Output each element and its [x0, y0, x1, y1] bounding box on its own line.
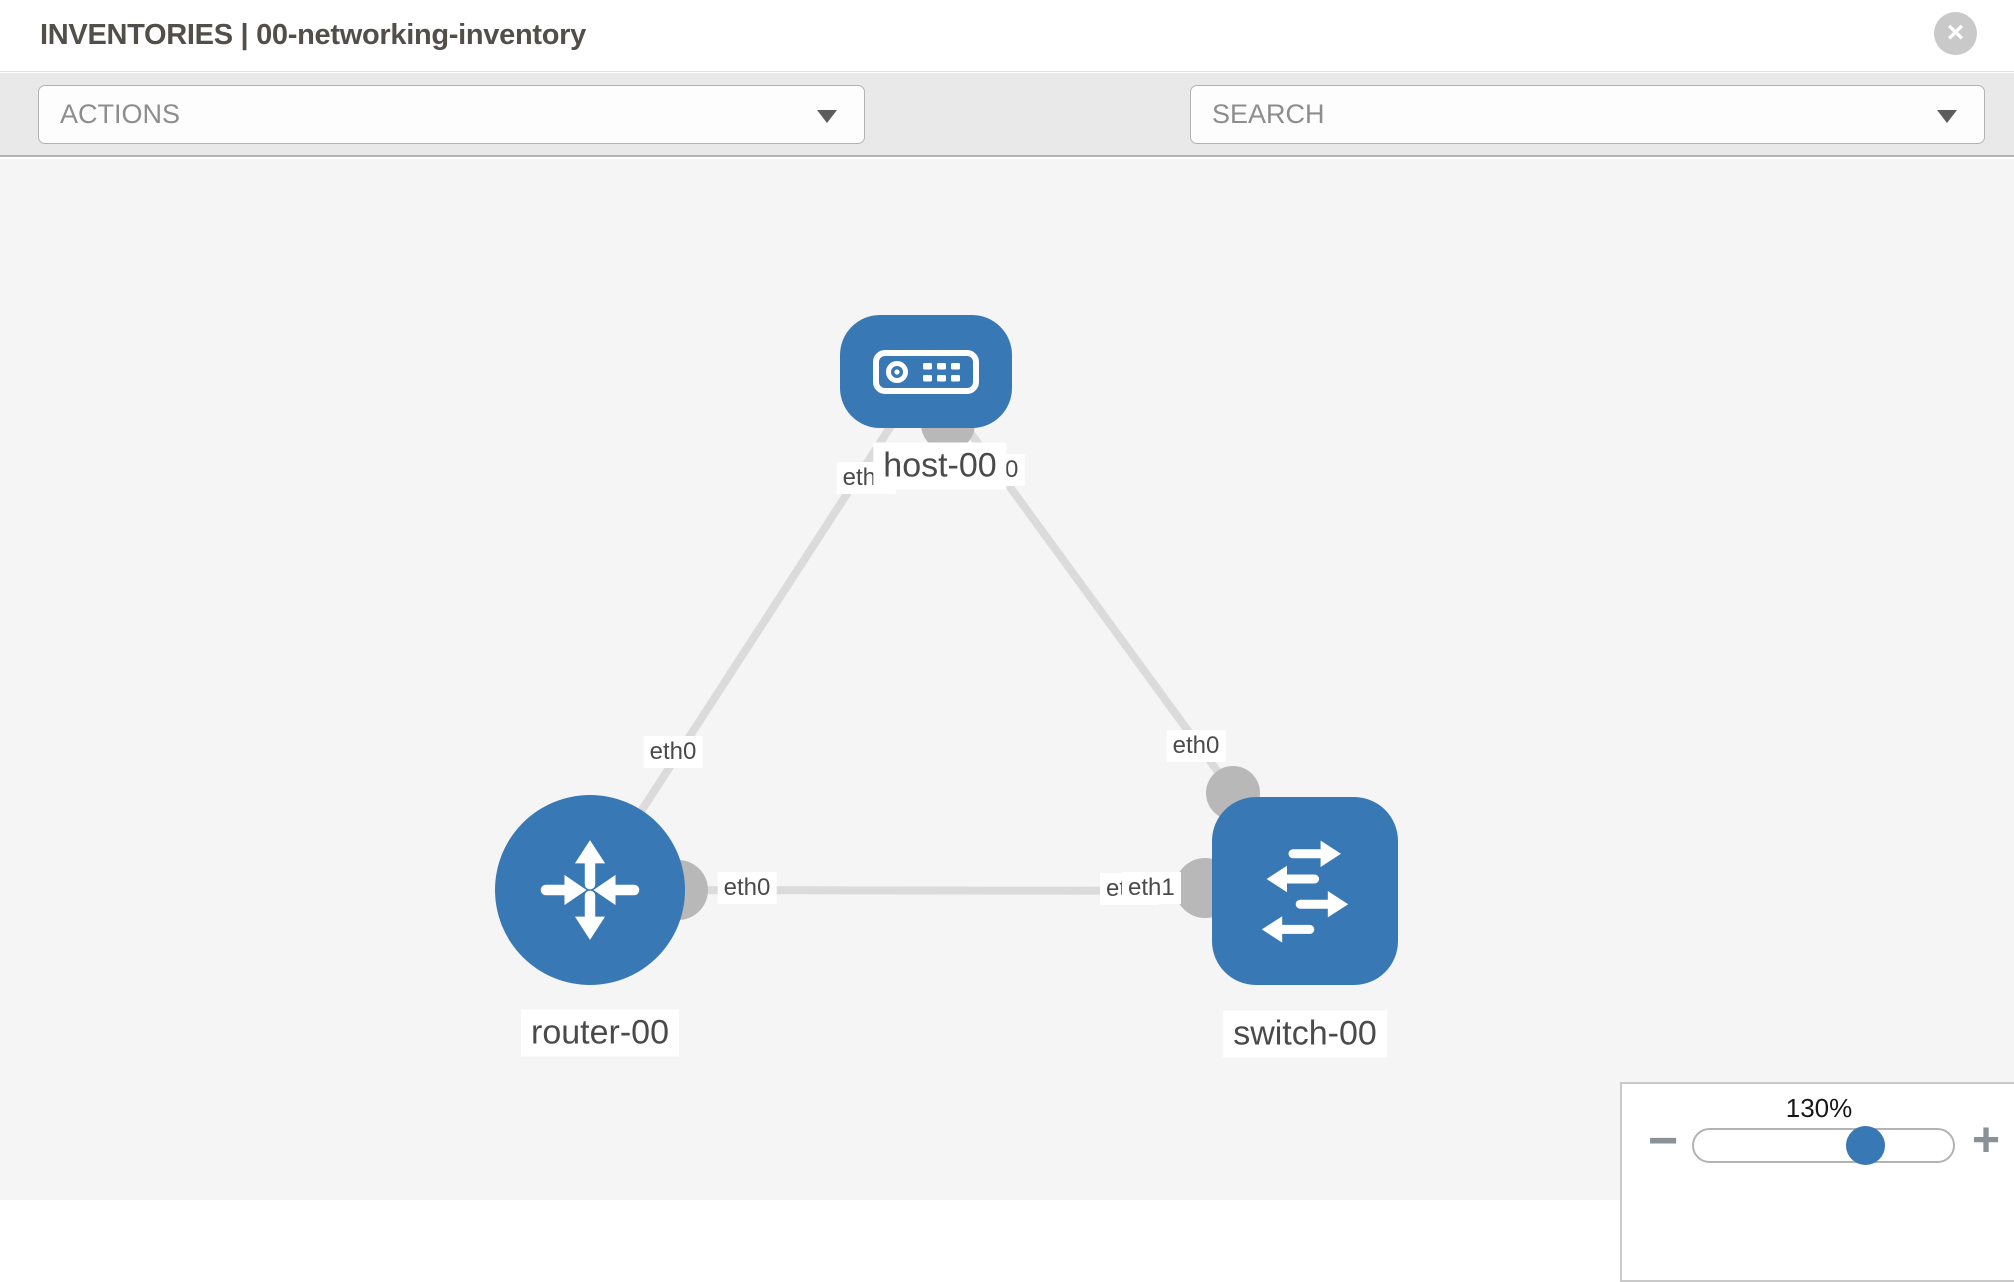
topology-links-layer: [586, 369, 1309, 920]
zoom-panel: 130% − +: [1620, 1082, 2014, 1282]
close-button[interactable]: ×: [1934, 12, 1977, 55]
node-host-00[interactable]: [840, 315, 1012, 428]
zoom-slider-handle[interactable]: [1846, 1126, 1885, 1165]
node-switch-00[interactable]: [1212, 797, 1398, 985]
port-label-switch-eth1: eth1: [1122, 872, 1181, 904]
zoom-in-button[interactable]: +: [1972, 1111, 2000, 1171]
router-arrows-icon: [540, 840, 640, 940]
port-label-router-eth0-top: eth0: [643, 736, 703, 768]
node-label-switch-00: switch-00: [1223, 1010, 1387, 1058]
chevron-down-icon: [817, 110, 837, 123]
close-icon: ×: [1946, 16, 1965, 49]
panel-header: INVENTORIES | 00-networking-inventory ×: [0, 0, 2014, 72]
minus-icon: −: [1648, 1112, 1679, 1170]
toolbar: ACTIONS SEARCH: [0, 73, 2014, 204]
page-title: INVENTORIES | 00-networking-inventory: [40, 19, 586, 51]
port-label-router-eth0-mid: eth0: [717, 872, 777, 904]
zoom-level-label: 130%: [1785, 1093, 1853, 1123]
switch-arrows-icon: [1261, 840, 1349, 943]
search-dropdown-label: SEARCH: [1212, 99, 1325, 129]
node-label-host-00: host-00: [873, 442, 1007, 490]
node-label-router-00: router-00: [521, 1009, 679, 1057]
server-icon: [873, 349, 979, 394]
plus-icon: +: [1972, 1114, 2001, 1167]
zoom-out-button[interactable]: −: [1648, 1111, 1678, 1171]
search-dropdown[interactable]: SEARCH: [1190, 85, 1985, 144]
chevron-down-icon: [1937, 110, 1957, 123]
actions-dropdown-label: ACTIONS: [60, 99, 181, 129]
link-host-router: [586, 369, 930, 893]
node-router-00[interactable]: [495, 795, 685, 985]
topology-canvas[interactable]: eth0 eth0 eth0 eth0 eth0 eth0 eth1 host-…: [0, 159, 2014, 1282]
actions-dropdown[interactable]: ACTIONS: [38, 85, 865, 144]
port-label-switch-eth0-top: eth0: [1166, 730, 1226, 762]
zoom-slider-track[interactable]: [1692, 1128, 1955, 1163]
